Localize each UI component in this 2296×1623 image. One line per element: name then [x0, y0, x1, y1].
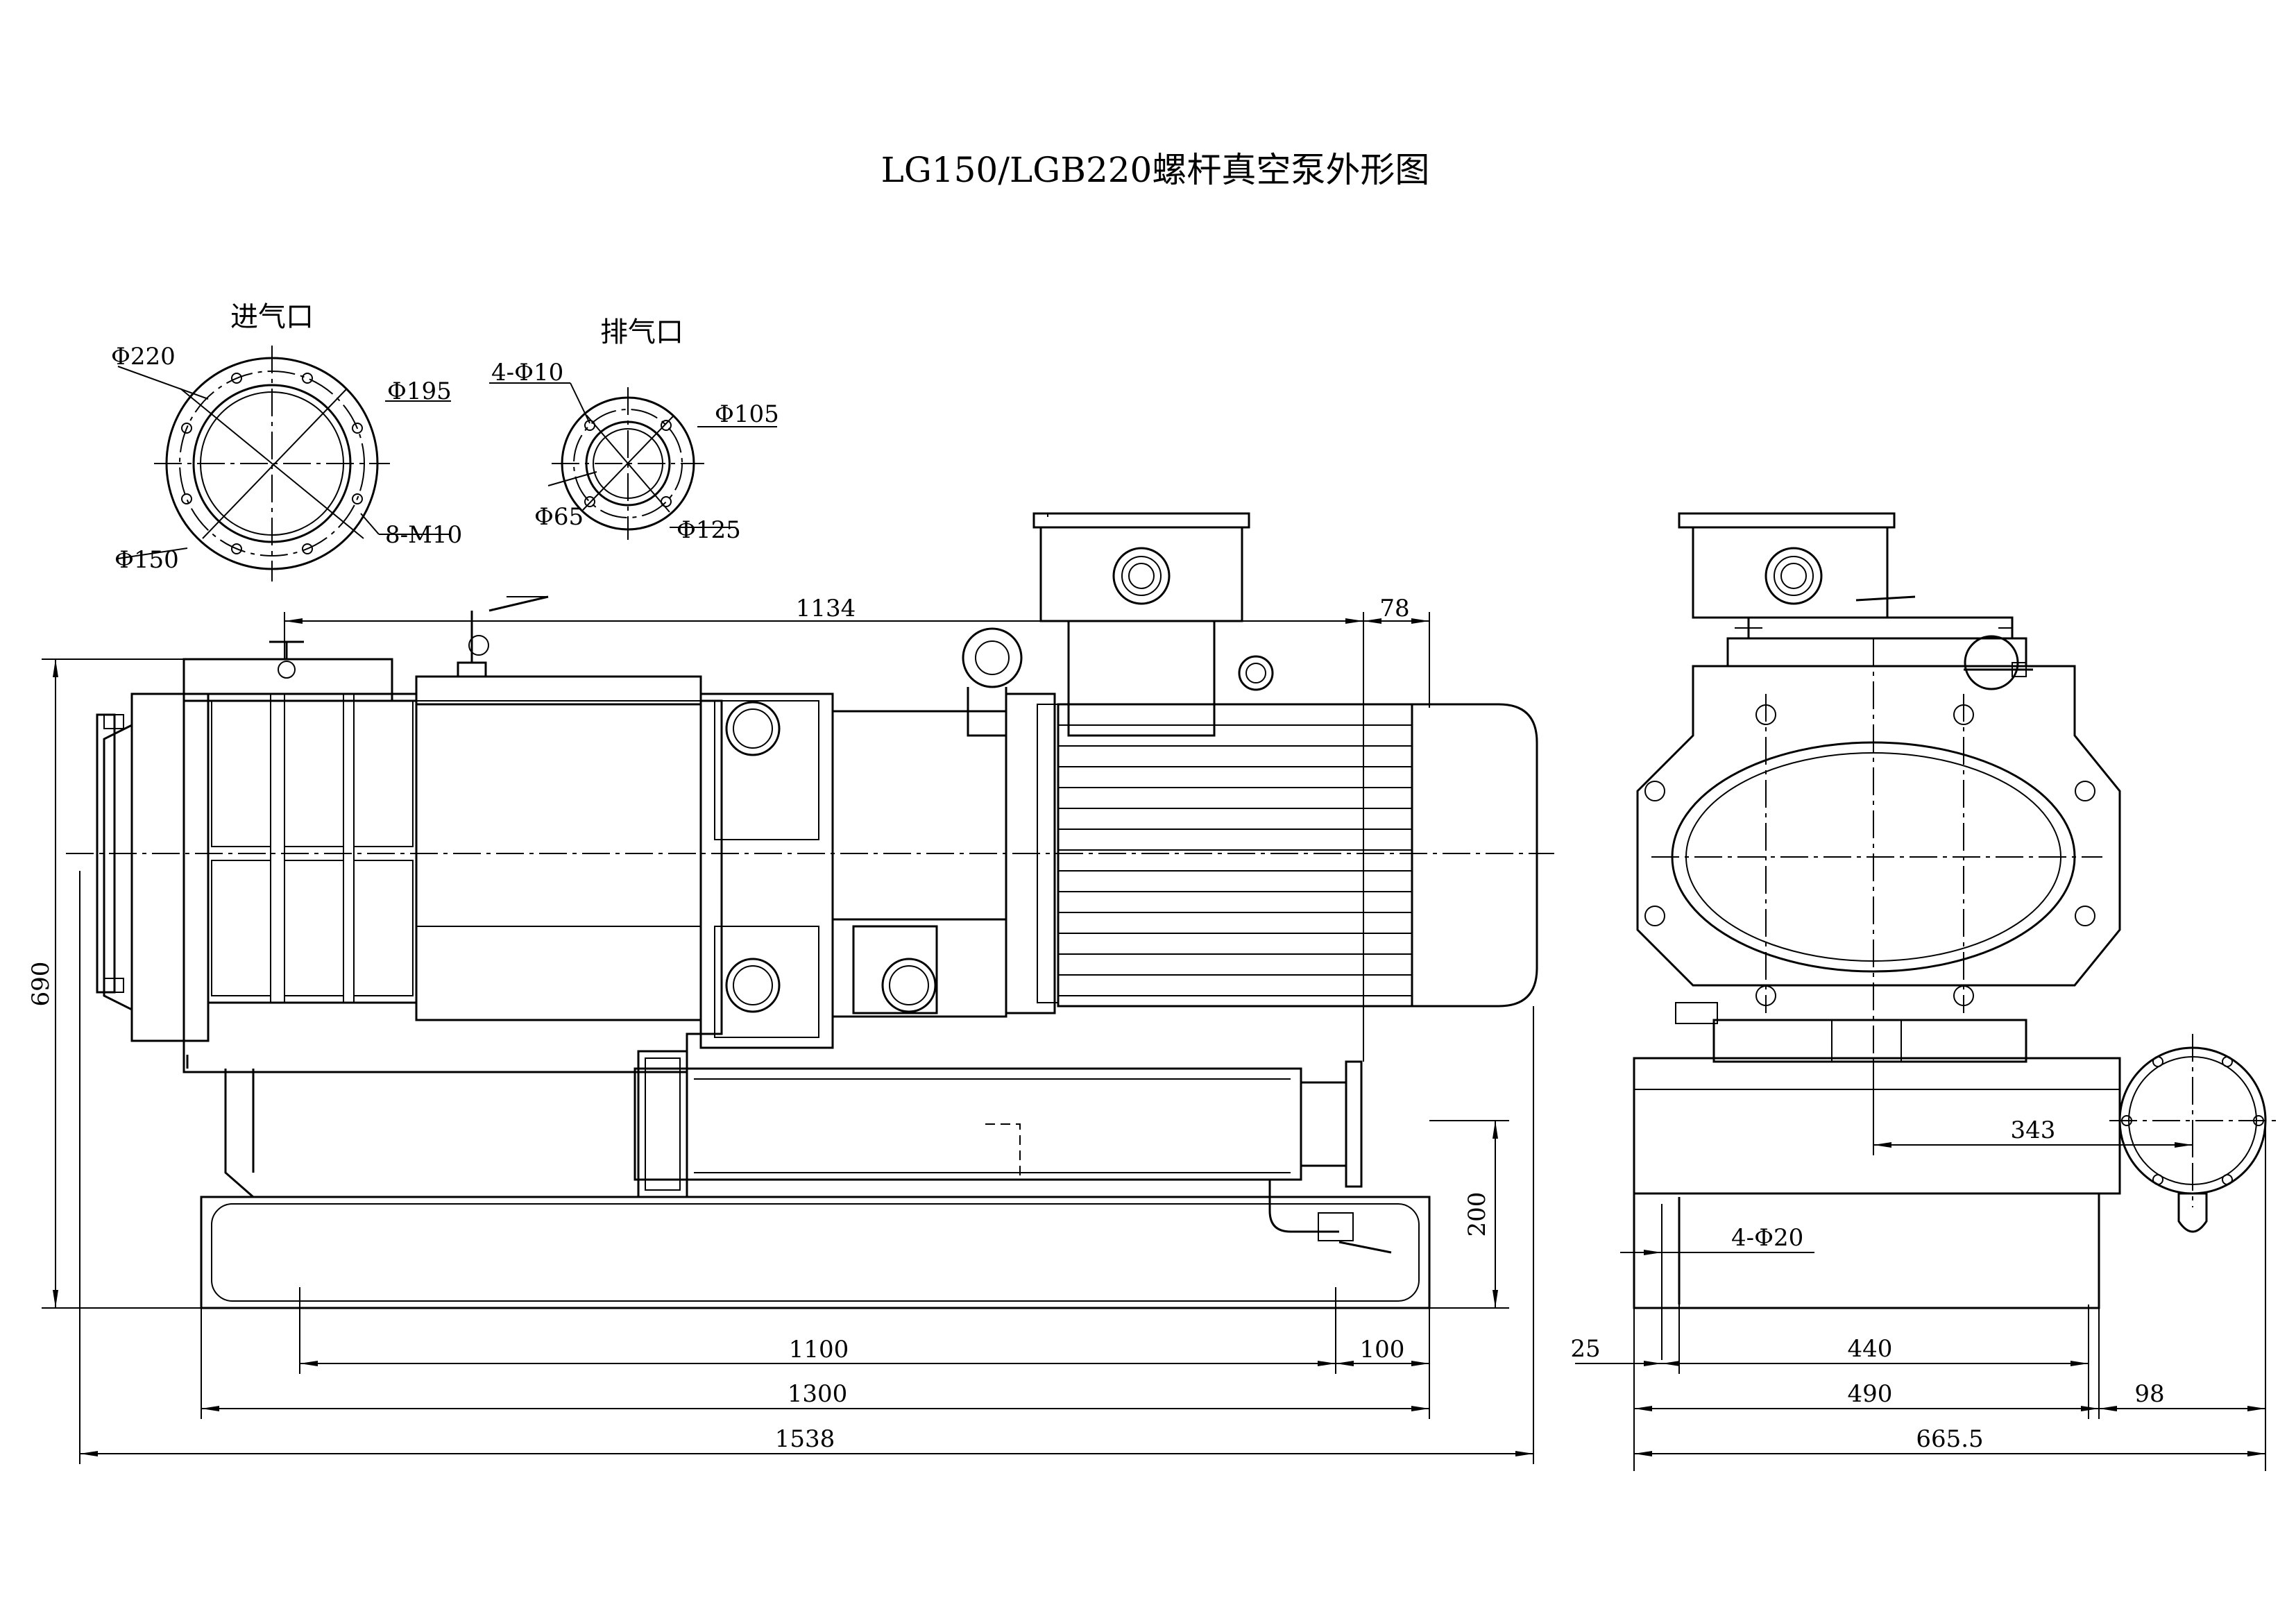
drawing-title: LG150/LGB220螺杆真空泵外形图: [881, 150, 1430, 190]
outlet-d-outer-label: Φ125: [677, 516, 741, 544]
dim-1100: 1100: [789, 1336, 849, 1363]
dim-holes-4-phi20: 4-Φ20: [1731, 1224, 1803, 1252]
outlet-d-bolt-circle-label: Φ105: [715, 400, 779, 428]
dim-490: 490: [1848, 1380, 1893, 1408]
inlet-caption: 进气口: [230, 301, 314, 333]
dim-200: 200: [1463, 1192, 1491, 1237]
dim-1300: 1300: [788, 1380, 848, 1408]
dim-1134: 1134: [796, 595, 856, 622]
inlet-bolts-label: 8-M10: [385, 521, 462, 549]
front-view-dimensions: 1134 78 690 200 1100 100 1300 1538: [27, 595, 1534, 1464]
inlet-d-outer-label: Φ220: [111, 343, 176, 371]
front-view: [66, 512, 1554, 1309]
dim-78: 78: [1379, 595, 1409, 622]
dim-665-5: 665.5: [1916, 1425, 1983, 1453]
inlet-d-bore-label: Φ150: [114, 546, 179, 574]
motor-cooling-fins: [1058, 724, 1412, 996]
side-view: [1633, 512, 2276, 1309]
outlet-caption: 排气口: [600, 316, 683, 348]
dim-1538: 1538: [775, 1425, 835, 1453]
dim-25: 25: [1570, 1335, 1600, 1363]
outlet-holes-label: 4-Φ10: [491, 359, 563, 386]
outlet-d-bore-label: Φ65: [534, 503, 584, 531]
dim-100: 100: [1360, 1336, 1405, 1363]
side-view-dimensions: 343 4-Φ20 25 440 490 98 665.5: [1570, 1058, 2266, 1471]
inlet-flange-view: 进气口 Φ220 Φ195 Φ150 8-M10: [111, 301, 462, 581]
dim-690: 690: [27, 962, 55, 1007]
dim-343: 343: [2011, 1116, 2056, 1144]
inlet-bolt-holes: [181, 373, 363, 554]
outlet-flange-view: 排气口 4-Φ10 Φ105 Φ65 Φ125: [489, 316, 779, 544]
side-body-bolts: [1644, 704, 2095, 1006]
inlet-d-bolt-circle-label: Φ195: [387, 377, 452, 405]
dim-98: 98: [2134, 1380, 2164, 1408]
dim-440: 440: [1848, 1335, 1893, 1363]
